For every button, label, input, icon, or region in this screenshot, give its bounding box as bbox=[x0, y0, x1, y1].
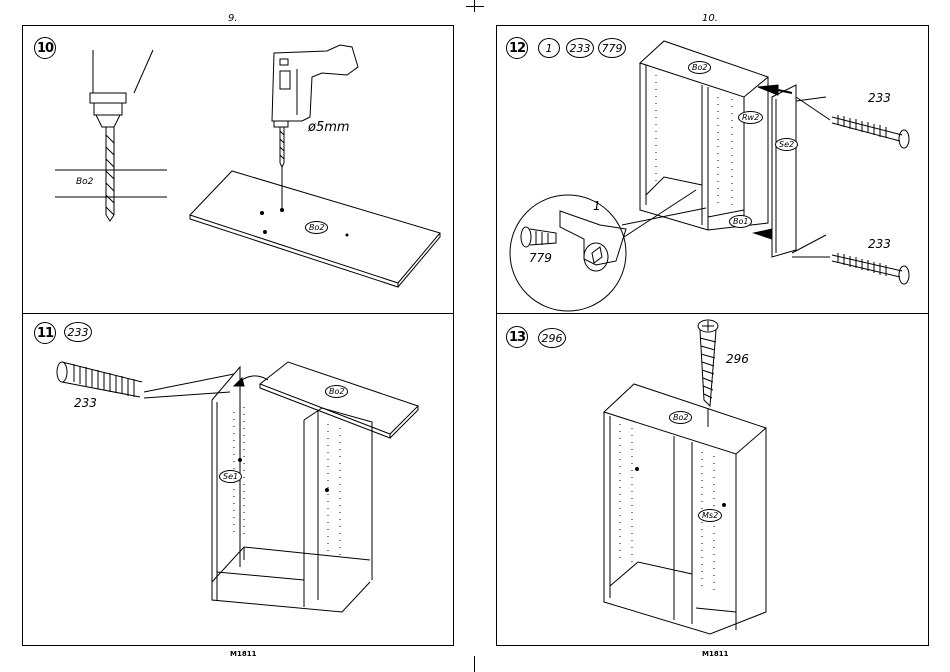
step-13-middle-label: Ms2 bbox=[698, 509, 722, 522]
step-13: 13 296 296 Bo2 Ms2 bbox=[496, 312, 929, 646]
step-12-detail-bolt-label: 779 bbox=[529, 251, 552, 265]
detail-circle bbox=[510, 195, 626, 311]
cabinet-assembly-illustration bbox=[496, 25, 929, 312]
crop-mark-bottom bbox=[474, 656, 475, 672]
step-12-detail-cam-label: 1 bbox=[593, 199, 601, 213]
screw-icon bbox=[496, 312, 929, 646]
step-10-drill-size: ø5mm bbox=[308, 120, 350, 135]
step-12-back-label: Rw2 bbox=[738, 111, 763, 124]
right-page-number: 10. bbox=[702, 13, 718, 24]
step-11: 11 233 233 Bo2 Se1 bbox=[22, 312, 454, 646]
step-12-upper-dowel-label: 233 bbox=[868, 91, 891, 105]
step-13-screw-label: 296 bbox=[726, 352, 749, 366]
right-footer-code: M1811 bbox=[702, 650, 728, 658]
crop-mark-top-h bbox=[466, 6, 484, 7]
step-10: 10 Bo2 ø5mm Bo2 bbox=[22, 25, 454, 312]
left-footer-code: M1811 bbox=[230, 650, 256, 658]
step-11-dowel-label: 233 bbox=[74, 396, 97, 410]
step-12-side-label: Se2 bbox=[775, 138, 798, 151]
drill-icon bbox=[22, 25, 454, 312]
step-12-lower-dowel-label: 233 bbox=[868, 237, 891, 251]
step-10-board-label: Bo2 bbox=[76, 177, 93, 187]
left-page-number: 9. bbox=[228, 13, 238, 24]
step-12: 12 1 233 779 bbox=[496, 25, 929, 312]
step-11-side-label: Se1 bbox=[219, 470, 242, 483]
